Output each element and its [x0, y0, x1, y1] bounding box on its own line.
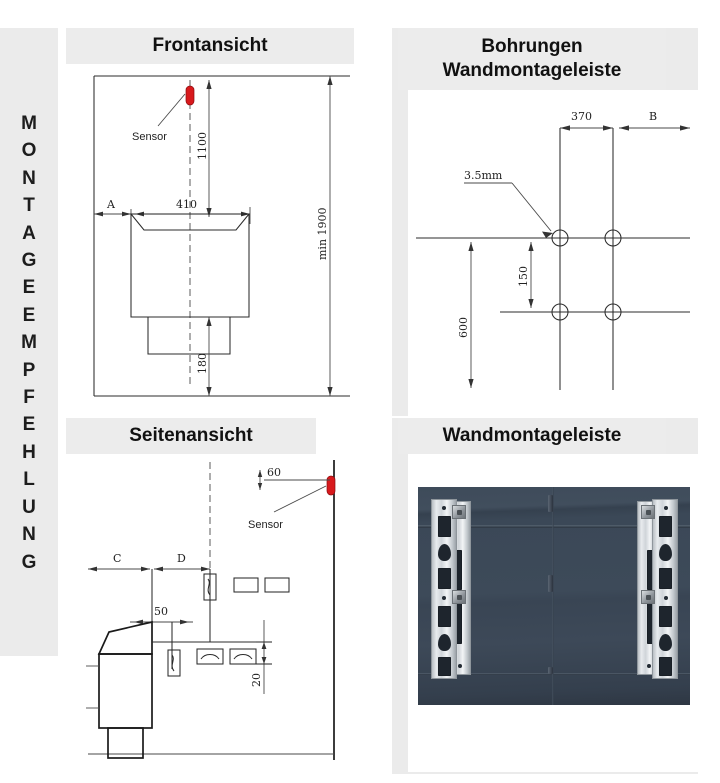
vertical-title-letter: M	[21, 113, 37, 134]
vertical-title-letter: E	[22, 277, 36, 299]
dim-410-label: 410	[176, 198, 197, 211]
dim-d-label: D	[177, 552, 186, 565]
drawing-seitenansicht: 60 Sensor C D 50 20	[86, 460, 336, 760]
panel-title-text: Frontansicht	[152, 35, 268, 56]
mounting-rail-left-outer	[431, 499, 457, 679]
dim-hole-diameter-label: 3.5mm	[464, 169, 503, 182]
drawing-frontansicht: Sensor 1100 A 410 180 min 1900	[93, 75, 350, 397]
stove-body-side	[98, 653, 153, 729]
panel-body-frontansicht	[58, 64, 354, 416]
dim-150-label: 150	[517, 266, 530, 287]
rail-bolt-left-bottom	[452, 590, 466, 604]
sensor-marker-side	[326, 475, 336, 496]
vertical-title-letter: E	[22, 304, 36, 326]
fitting-upper-box-1	[233, 577, 259, 593]
dim-20-label: 20	[250, 673, 263, 687]
vertical-title-letter: G	[21, 551, 37, 573]
dim-c-label: C	[113, 552, 121, 565]
drill-hole-bottom-left	[551, 303, 569, 321]
panel-title-seitenansicht: Seitenansicht	[66, 418, 316, 454]
vertical-title-letter: M	[21, 332, 37, 354]
dim-370-label: 370	[571, 110, 592, 123]
rail-bolt-right-top	[641, 505, 655, 519]
photo-wandmontageleiste	[418, 487, 690, 705]
dim-60-label: 60	[267, 466, 281, 479]
vertical-title-montageempfehlung: M O N T A G E E M P F E H L U N G	[0, 28, 58, 656]
sensor-label-side: Sensor	[248, 519, 283, 531]
vertical-title-letter: A	[22, 222, 36, 244]
fitting-upper-box-2	[264, 577, 290, 593]
panel-title-text: Wandmontageleiste	[442, 425, 622, 446]
vertical-title-letter: O	[21, 140, 37, 162]
vertical-title-letter: E	[22, 414, 36, 436]
vertical-title-letter: P	[22, 359, 36, 381]
dim-180-label: 180	[196, 353, 209, 374]
dim-50-label: 50	[154, 605, 168, 618]
panel-title-text-line2: Wandmontageleiste	[442, 60, 622, 81]
vertical-title-letter: U	[22, 496, 36, 518]
vertical-title-letter: T	[23, 195, 35, 217]
dim-a-label: A	[106, 198, 116, 211]
panel-title-frontansicht: Frontansicht	[66, 28, 354, 64]
drill-hole-bottom-right	[604, 303, 622, 321]
panel-body-bohrungen	[408, 90, 698, 416]
panel-title-bohrungen: Bohrungen Wandmontageleiste	[398, 28, 666, 90]
fitting-upper-cable	[203, 573, 217, 601]
sensor-marker-front	[185, 85, 195, 106]
dim-min1900-label: min 1900	[316, 207, 329, 260]
panel-title-text-line1: Bohrungen	[481, 36, 583, 57]
fitting-lower-box-2	[229, 648, 257, 665]
stove-body-front	[130, 214, 250, 318]
drill-hole-top-left	[551, 229, 569, 247]
rail-bolt-left-top	[452, 505, 466, 519]
dim-b-label: B	[649, 110, 657, 123]
panel-title-wandmontageleiste: Wandmontageleiste	[398, 418, 666, 454]
sensor-label-front: Sensor	[132, 131, 167, 143]
stove-plinth-side	[107, 727, 144, 759]
dim-1100-label: 1100	[196, 132, 209, 160]
vertical-title-letter: F	[23, 387, 35, 409]
vertical-title-letter: G	[21, 250, 37, 272]
stove-top-side	[97, 620, 153, 655]
dim-600-label: 600	[457, 317, 470, 338]
drill-hole-top-right	[604, 229, 622, 247]
panel-body-seitenansicht	[58, 454, 354, 774]
stove-plinth-front	[147, 317, 231, 355]
fitting-lower-box-1	[196, 648, 224, 665]
vertical-title-letter: L	[23, 469, 35, 491]
vertical-title-letter: N	[22, 167, 36, 189]
rail-bolt-right-bottom	[641, 590, 655, 604]
panel-title-text: Seitenansicht	[129, 425, 253, 446]
drawing-bohrungen: 370 B 3.5mm 150 600	[416, 110, 690, 390]
vertical-title-letter: N	[22, 524, 36, 546]
mounting-rail-right-outer	[652, 499, 678, 679]
vertical-title-letter: H	[22, 441, 36, 463]
fitting-lower-cable	[167, 649, 181, 677]
